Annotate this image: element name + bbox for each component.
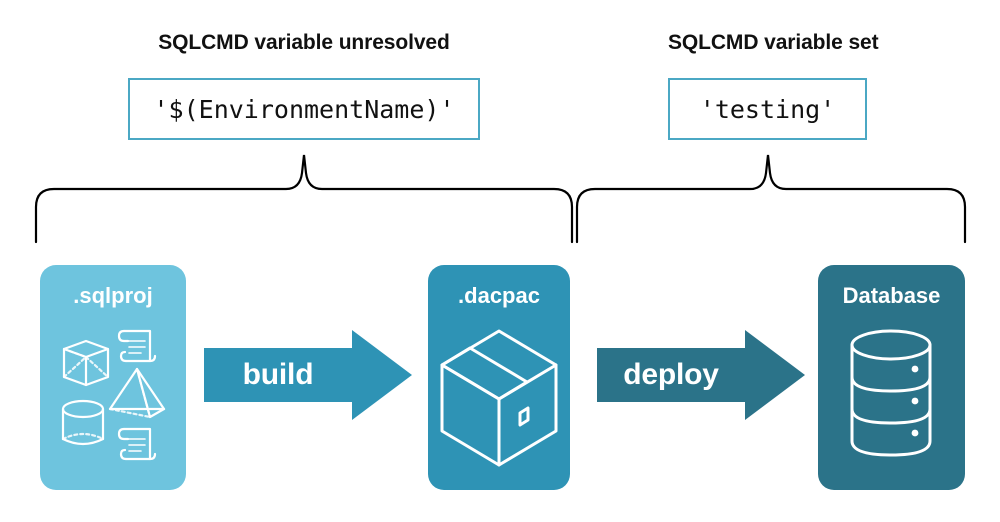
- stage-box-dacpac: .dacpac: [428, 265, 570, 490]
- stage-box-database: Database: [818, 265, 965, 490]
- brace-left-icon: [34, 154, 574, 244]
- annotation-value-set: 'testing': [668, 78, 867, 140]
- arrow-deploy: deploy: [597, 330, 805, 420]
- scroll-icon: [117, 329, 157, 363]
- pyramid-icon: [108, 367, 166, 419]
- arrow-right-icon: [597, 330, 805, 420]
- stage-label-dacpac: .dacpac: [458, 283, 540, 308]
- cylinder-icon: [61, 399, 105, 446]
- database-cylinder-icon: [850, 329, 932, 457]
- brace-right-icon: [575, 154, 967, 244]
- arrow-build: build: [204, 330, 412, 420]
- annotation-heading-set: SQLCMD variable set: [668, 31, 879, 54]
- package-box-icon: [440, 329, 558, 467]
- stage-box-sqlproj: .sqlproj: [40, 265, 186, 490]
- cube-icon: [62, 339, 110, 387]
- arrow-right-icon: [204, 330, 412, 420]
- brace-connectors: [34, 154, 967, 244]
- scroll-icon: [117, 427, 157, 461]
- annotation-value-unresolved: '$(EnvironmentName)': [128, 78, 480, 140]
- stage-label-database: Database: [842, 283, 941, 308]
- stage-label-sqlproj: .sqlproj: [73, 283, 153, 308]
- annotation-heading-unresolved: SQLCMD variable unresolved: [158, 31, 450, 54]
- sqlproj-artifacts-icon-group: [61, 329, 166, 461]
